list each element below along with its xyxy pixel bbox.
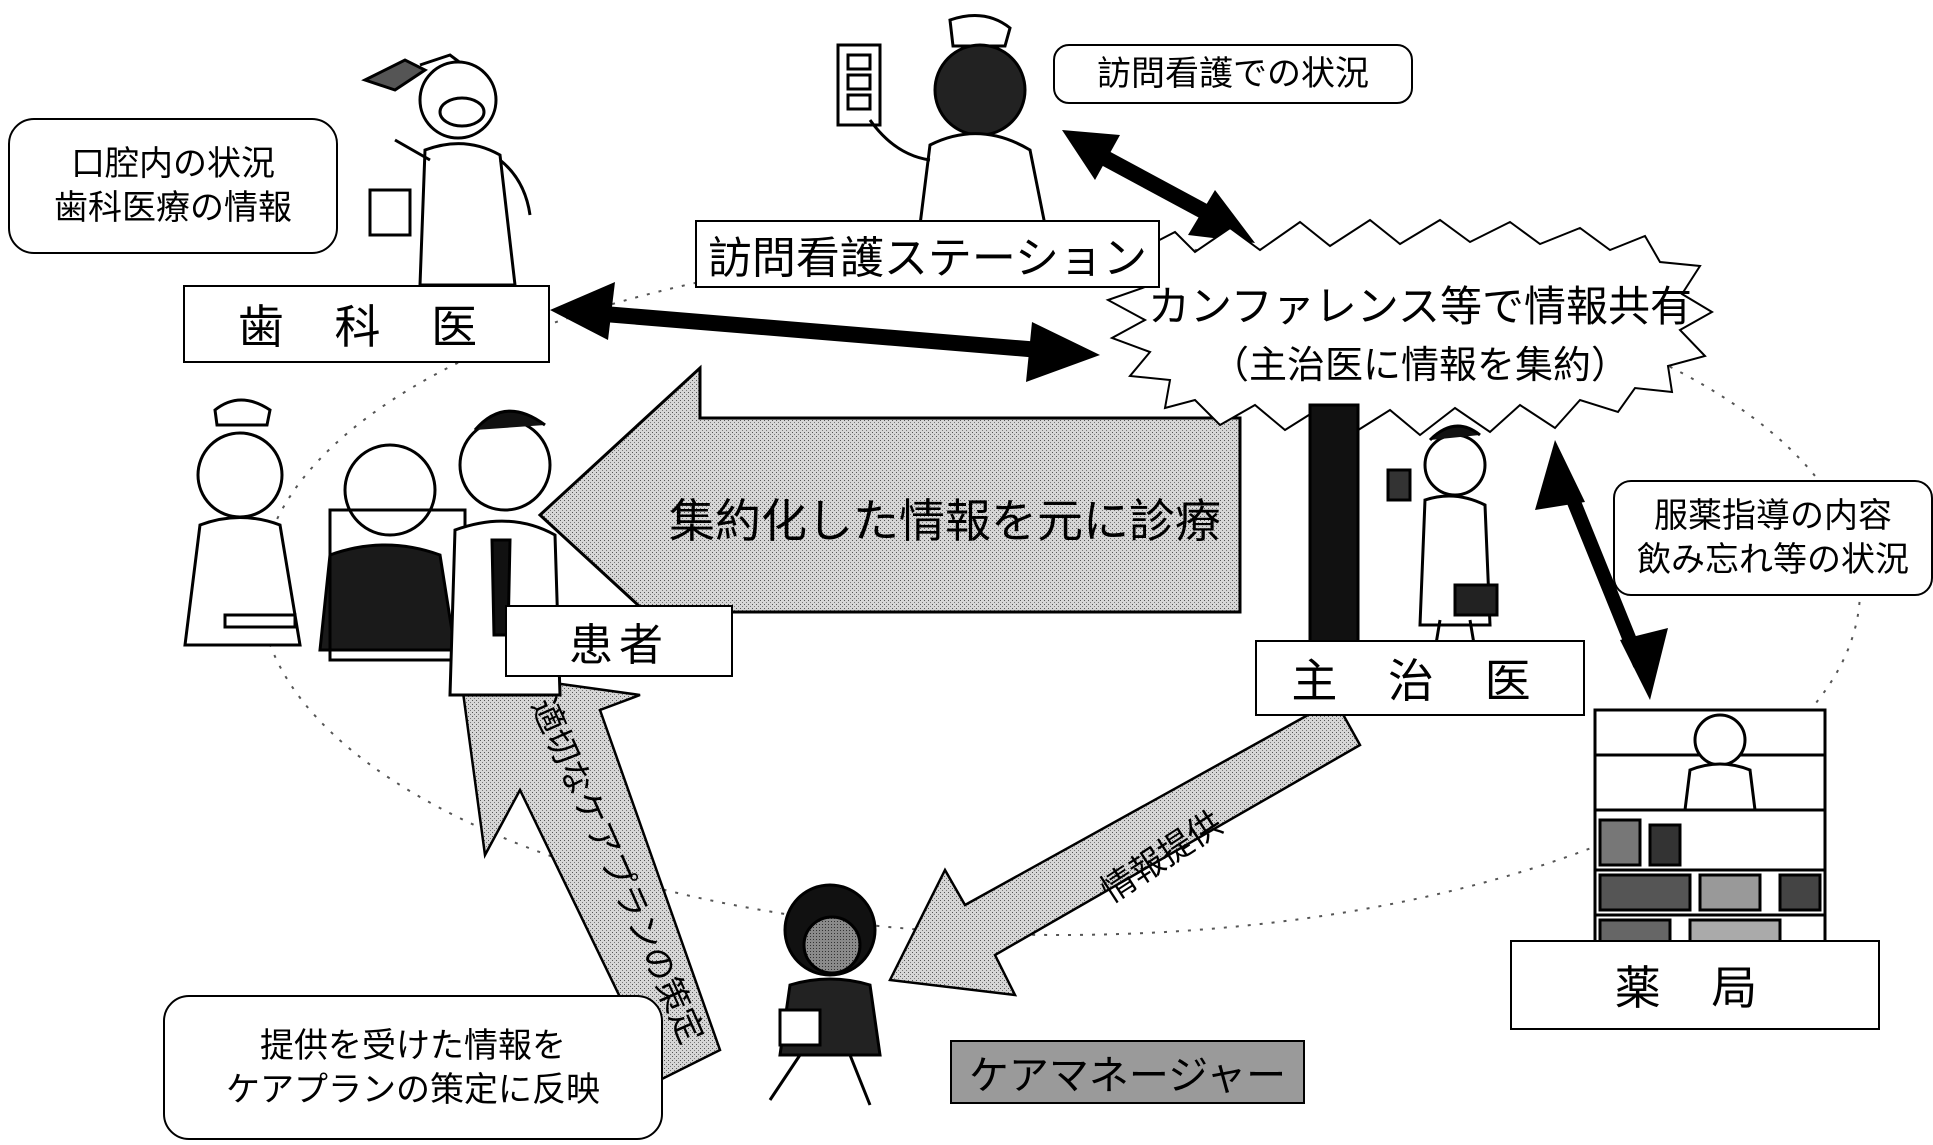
care-plan-info-line-1: 提供を受けた情報を (260, 1025, 566, 1066)
pharmacy-label: 薬 局 (1510, 940, 1880, 1030)
info-provision-arrow (888, 698, 1362, 997)
visiting-nurse-figure (836, 14, 1047, 227)
pharmacy-figure (1593, 708, 1827, 962)
double-arrow-pharmacy-center (1535, 440, 1668, 700)
conference-line-2: （主治医に情報を集約） (1210, 343, 1629, 387)
patient-label: 患者 (505, 605, 733, 677)
conference-text: カンファレンス等で情報共有 （主治医に情報を集約） (1130, 278, 1710, 394)
double-arrow-dentist-center (550, 282, 1100, 382)
double-arrow-nurse-center (1062, 130, 1255, 243)
nursing-info-line-1: 訪問看護での状況 (1097, 54, 1369, 94)
care-plan-info-note: 提供を受けた情報を ケアプランの策定に反映 (163, 995, 663, 1140)
dentist-info-note: 口腔内の状況 歯科医療の情報 (8, 118, 338, 254)
care-manager-figure (768, 883, 882, 1106)
attending-physician-text: 主 治 医 (1291, 654, 1549, 708)
nursing-station-text: 訪問看護ステーション (707, 233, 1148, 284)
care-plan-info-line-2: ケアプランの策定に反映 (226, 1069, 600, 1110)
conference-line-1: カンファレンス等で情報共有 (1148, 282, 1692, 331)
dentist-info-line-1: 口腔内の状況 (71, 144, 275, 184)
patient-group-figure (183, 398, 562, 697)
pharmacy-info-line-2: 飲み忘れ等の状況 (1637, 540, 1909, 580)
dentist-figure (361, 53, 532, 332)
pharmacy-info-line-1: 服薬指導の内容 (1654, 496, 1892, 536)
nursing-station-label: 訪問看護ステーション (695, 220, 1160, 288)
treatment-arrow (537, 364, 1242, 666)
care-manager-label: ケアマネージャー (950, 1040, 1305, 1104)
care-manager-text: ケアマネージャー (968, 1053, 1287, 1099)
pharmacy-text: 薬 局 (1614, 961, 1776, 1015)
attending-physician-label: 主 治 医 (1255, 640, 1585, 716)
conference-bubble (1105, 218, 1714, 437)
patient-text: 患者 (569, 620, 669, 671)
dentist-text: 歯 科 医 (237, 300, 496, 354)
dentist-info-line-2: 歯科医療の情報 (54, 188, 292, 228)
pharmacy-info-note: 服薬指導の内容 飲み忘れ等の状況 (1613, 480, 1933, 596)
nursing-info-note: 訪問看護での状況 (1053, 44, 1413, 104)
physician-figure (1308, 403, 1499, 662)
treatment-arrow-label: 集約化した情報を元に診療 (669, 494, 1221, 548)
dentist-label: 歯 科 医 (183, 285, 550, 363)
